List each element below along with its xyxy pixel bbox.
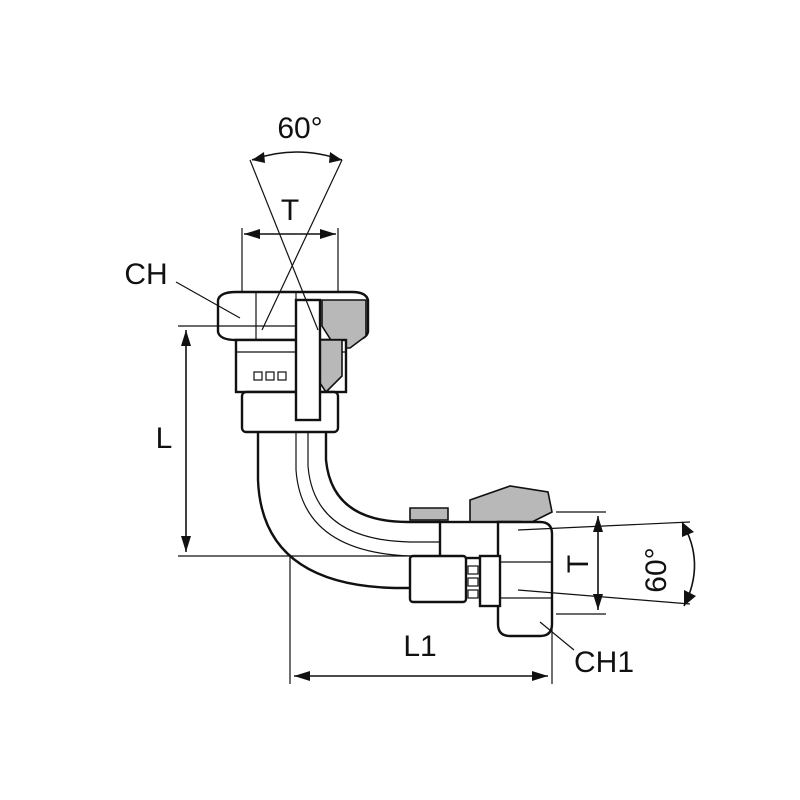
l-dimension bbox=[178, 325, 440, 557]
angle-right-label: 60° bbox=[640, 547, 673, 592]
right-swivel-nut bbox=[408, 485, 554, 638]
thread-top-label: T bbox=[281, 194, 299, 227]
thread-right-label: T bbox=[562, 555, 595, 573]
hex-top-label: CH bbox=[124, 258, 167, 291]
angle-top-label: 60° bbox=[277, 112, 322, 145]
top-swivel-nut bbox=[216, 290, 370, 434]
length-vertical-label: L bbox=[156, 422, 173, 455]
right-dimensions bbox=[517, 511, 696, 651]
l1-dimension bbox=[289, 556, 553, 684]
hex-right-label: CH1 bbox=[574, 646, 634, 679]
length-horizontal-label: L1 bbox=[403, 630, 436, 663]
elbow-tube bbox=[256, 420, 440, 590]
top-dimensions bbox=[175, 151, 343, 331]
